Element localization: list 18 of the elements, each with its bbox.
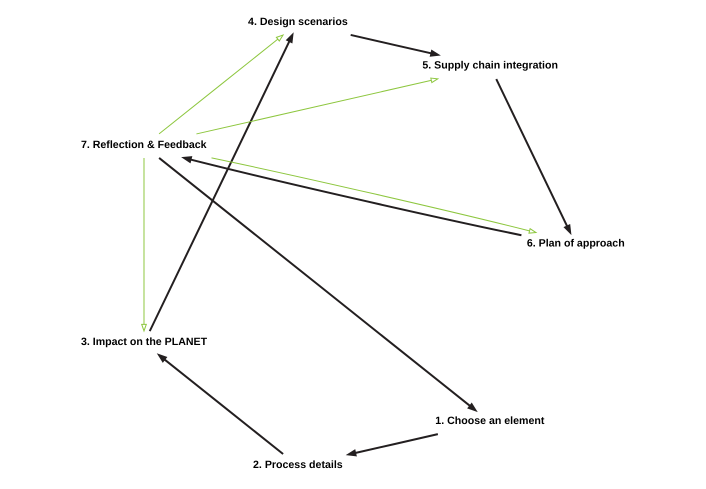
node-text: 2. Process details: [253, 458, 343, 471]
node-text: 4. Design scenarios: [248, 16, 348, 28]
node-text: 3. Impact on the PLANET: [80, 336, 208, 348]
arrow: [156, 353, 284, 455]
arrow: [148, 32, 294, 332]
arrow: [181, 156, 522, 236]
arrow: [158, 157, 478, 412]
arrow: [350, 34, 441, 57]
node-text: 5. Supply chain integration: [422, 60, 558, 72]
arrow: [346, 433, 438, 456]
node-text: 1. Choose an element: [435, 415, 544, 428]
node-text: 6. Plan of approach: [526, 237, 625, 250]
arrow: [495, 78, 572, 236]
node-text: 7. Reflection & Feedback: [80, 138, 207, 151]
arrow: [196, 78, 440, 134]
arrow: [140, 157, 148, 332]
arrow: [158, 34, 284, 134]
arrow: [211, 157, 538, 234]
